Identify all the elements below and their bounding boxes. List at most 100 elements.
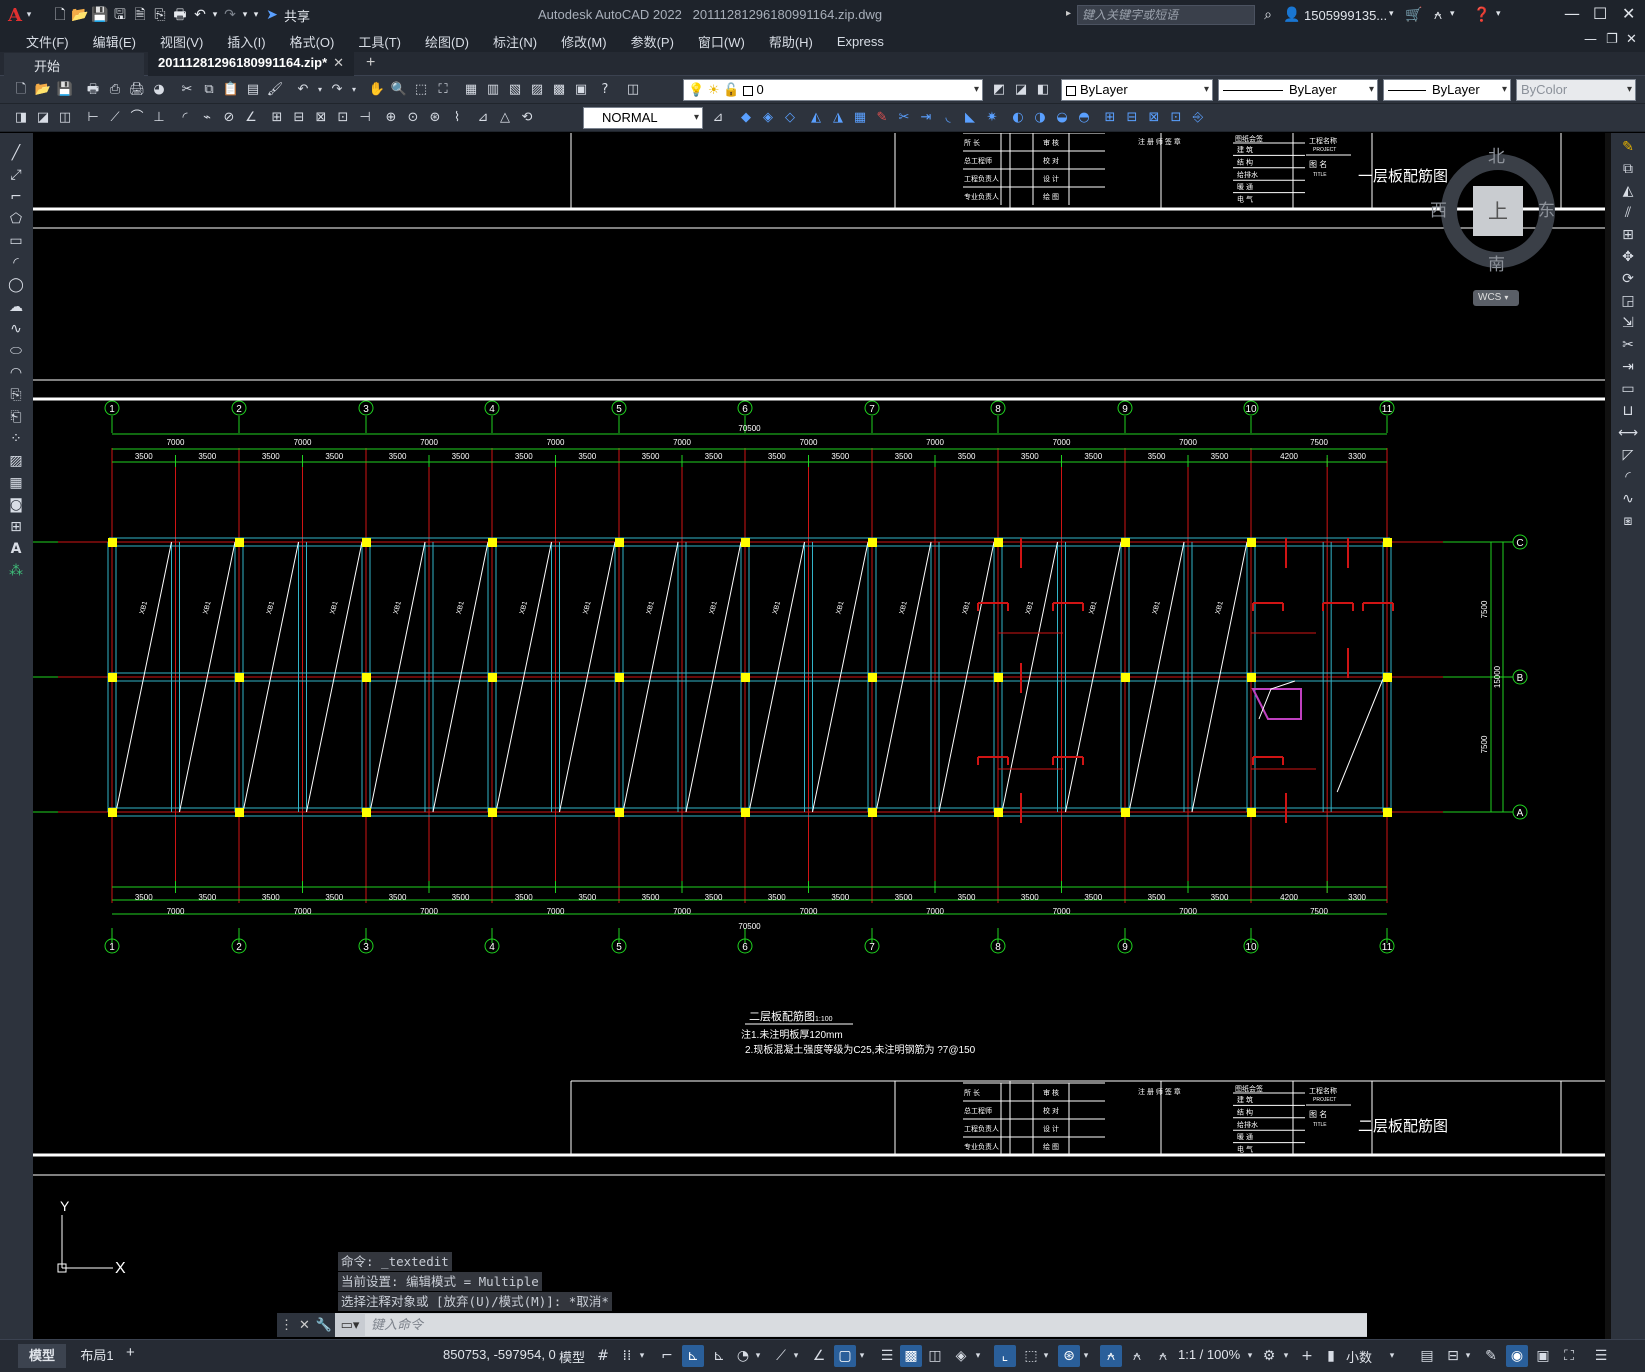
- scale-dropdown-icon[interactable]: ▾: [1247, 1351, 1253, 1361]
- menu-modify[interactable]: 修改(M): [561, 34, 607, 50]
- construction-line-icon[interactable]: ⤢: [10, 167, 22, 183]
- save-as-icon[interactable]: 🖫: [114, 7, 126, 23]
- make-block-icon[interactable]: ⊟: [1126, 110, 1138, 125]
- menu-edit[interactable]: 编辑(E): [92, 34, 136, 50]
- menu-express[interactable]: Express: [836, 33, 884, 49]
- paste-block-icon[interactable]: ▤: [246, 82, 260, 97]
- undo-dropdown-icon[interactable]: ▾: [317, 85, 322, 94]
- transparency-icon[interactable]: ▩: [900, 1345, 922, 1367]
- user-icon[interactable]: 👤: [1283, 7, 1301, 23]
- plotstyle-dropdown[interactable]: ByColor▾: [1516, 79, 1636, 101]
- vertical-scrollbar[interactable]: [1605, 133, 1611, 1339]
- redo-icon[interactable]: ↷: [331, 82, 343, 97]
- menu-dimension[interactable]: 标注(N): [493, 34, 538, 50]
- rectangle-icon[interactable]: ▭: [9, 233, 23, 249]
- layer-previous-icon[interactable]: ◪: [1014, 82, 1028, 97]
- selection-cycling-icon[interactable]: ◫: [928, 1348, 942, 1364]
- plot-icon[interactable]: 🖶: [86, 82, 100, 97]
- break-point-icon[interactable]: ▭: [1621, 381, 1635, 397]
- viewcube[interactable]: 上 北 南 西 东 WCS▾: [1430, 140, 1558, 316]
- lineweight-icon[interactable]: ☰: [880, 1348, 894, 1364]
- command-close-icon[interactable]: ✕: [298, 1317, 310, 1332]
- continue-dim-icon[interactable]: ⊠: [315, 110, 327, 125]
- revision-cloud-icon[interactable]: ☁: [9, 299, 23, 315]
- move-icon[interactable]: ✥: [1622, 249, 1634, 265]
- autodesk-a360-icon[interactable]: ⍲: [1433, 7, 1443, 23]
- insert-block-icon[interactable]: ⊞: [1104, 110, 1116, 125]
- gradient-icon[interactable]: ▦: [9, 475, 23, 491]
- mirror-icon[interactable]: ◭: [811, 110, 821, 125]
- array-icon[interactable]: ⊞: [1622, 227, 1634, 243]
- baseline-dim-icon[interactable]: ⊟: [293, 110, 305, 125]
- chamfer-icon[interactable]: ◸: [1622, 447, 1634, 463]
- dim-break-icon[interactable]: ⊣: [359, 110, 371, 125]
- ellipse-icon[interactable]: ⬭: [10, 343, 22, 359]
- menu-tools[interactable]: 工具(T): [358, 34, 401, 50]
- plot-icon[interactable]: 🖶: [173, 7, 187, 23]
- graphics-performance-icon[interactable]: ▣: [1536, 1348, 1550, 1364]
- polygon-icon[interactable]: ⬠: [9, 211, 23, 227]
- user-name[interactable]: 1505999135...: [1304, 8, 1388, 23]
- offset-icon[interactable]: ◮: [833, 110, 843, 125]
- open-icon[interactable]: 📂: [34, 82, 52, 97]
- publish-icon[interactable]: 🖨: [128, 82, 146, 97]
- zoom-previous-icon[interactable]: ⛶: [438, 82, 448, 97]
- workspace-icon[interactable]: ◨: [14, 110, 28, 125]
- grid-icon[interactable]: #: [597, 1348, 609, 1364]
- command-line-handle[interactable]: ⋮ ✕ 🔧: [277, 1313, 335, 1337]
- tab-model[interactable]: 模型: [18, 1344, 66, 1368]
- zoom-window-icon[interactable]: ⬚: [414, 82, 428, 97]
- zoom-realtime-icon[interactable]: 🔍: [390, 82, 408, 97]
- doc-restore-icon[interactable]: ❐: [1606, 32, 1618, 47]
- dim-text-edit-icon[interactable]: △: [500, 110, 510, 125]
- open-from-web-icon[interactable]: 🗎: [134, 7, 146, 23]
- attach-icon[interactable]: ⎆: [1192, 110, 1204, 125]
- color-dropdown[interactable]: ByLayer▾: [1061, 79, 1213, 101]
- design-center-icon[interactable]: ▥: [486, 82, 500, 97]
- erase-icon[interactable]: ✎: [1622, 139, 1634, 155]
- menu-insert[interactable]: 插入(I): [227, 34, 266, 50]
- markup-icon[interactable]: ▩: [552, 82, 566, 97]
- 3d-osnap-dropdown-icon[interactable]: ▾: [975, 1351, 981, 1361]
- close-icon[interactable]: ✕: [1622, 4, 1636, 23]
- new-file-icon[interactable]: 🗋: [54, 7, 66, 23]
- copy-obj-icon[interactable]: ◈: [763, 110, 773, 125]
- units-dropdown-icon[interactable]: ▾: [1389, 1351, 1395, 1361]
- gizmo-icon[interactable]: ⊛: [1058, 1345, 1080, 1367]
- command-recent-icon[interactable]: ▭▾: [340, 1317, 360, 1332]
- object-snap-icon[interactable]: ▢: [834, 1345, 856, 1367]
- customize-qat-icon[interactable]: ▾: [253, 10, 259, 20]
- hatch-icon[interactable]: ▨: [9, 453, 23, 469]
- aligned-dim-icon[interactable]: ⟋: [110, 110, 120, 125]
- model-space-toggle[interactable]: 模型: [559, 1350, 586, 1365]
- angular-dim-icon[interactable]: ∠: [245, 110, 257, 125]
- workspace-dropdown-icon[interactable]: ▾: [1283, 1351, 1289, 1361]
- quick-dim-icon[interactable]: ⊞: [271, 110, 283, 125]
- boundary-icon[interactable]: ◑: [1034, 110, 1046, 125]
- tolerance-icon[interactable]: ⊕: [385, 110, 397, 125]
- rotate-icon[interactable]: ⟳: [1622, 271, 1634, 287]
- new-tab-button[interactable]: +: [366, 54, 376, 71]
- user-dropdown-icon[interactable]: ▾: [1389, 8, 1394, 18]
- menu-draw[interactable]: 绘图(D): [424, 34, 470, 50]
- share-label[interactable]: 共享: [283, 8, 310, 24]
- tab-drawing[interactable]: 20111281296180991164.zip*✕: [148, 52, 354, 76]
- tab-layout1[interactable]: 布局1: [72, 1344, 122, 1368]
- pan-icon[interactable]: ✋: [368, 82, 386, 97]
- viewcube-east[interactable]: 东: [1538, 201, 1555, 220]
- blend-icon[interactable]: ∿: [1622, 491, 1634, 507]
- app-menu-chevron-icon[interactable]: ▾: [26, 10, 32, 20]
- insert-block-icon[interactable]: ⎘: [10, 387, 22, 403]
- auto-scale-icon[interactable]: ⍲: [1132, 1348, 1142, 1364]
- scale-icon[interactable]: ◲: [1621, 293, 1635, 309]
- inspection-icon[interactable]: ⊛: [429, 110, 441, 125]
- copy-icon[interactable]: ⧉: [204, 82, 214, 97]
- menu-help[interactable]: 帮助(H): [768, 34, 813, 50]
- command-input[interactable]: 键入命令: [365, 1314, 1367, 1336]
- linear-dim-icon[interactable]: ⊢: [87, 110, 99, 125]
- dynamic-ucs-icon[interactable]: ⌞: [994, 1345, 1016, 1367]
- erase-icon[interactable]: ✎: [876, 110, 888, 125]
- fillet-icon[interactable]: ◜: [1625, 469, 1631, 485]
- snap-icon[interactable]: ⁞⁞: [622, 1348, 632, 1364]
- redo-icon[interactable]: ↷: [224, 7, 236, 23]
